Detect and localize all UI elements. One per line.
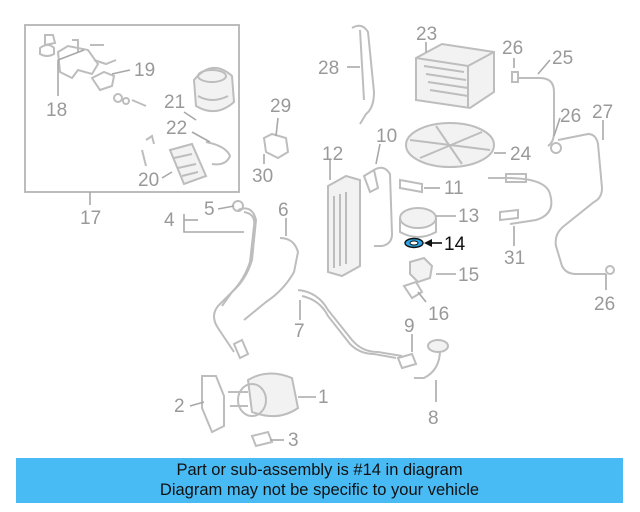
- callout-14: 14: [444, 234, 466, 255]
- callout-26-mid: 26: [560, 106, 581, 127]
- callout-10: 10: [376, 126, 397, 147]
- callout-8: 8: [428, 408, 439, 429]
- callout-6: 6: [278, 200, 289, 221]
- inset-box: [24, 24, 240, 193]
- sensor-31: [488, 177, 553, 225]
- callout-27: 27: [592, 102, 613, 123]
- callout-12: 12: [322, 144, 343, 165]
- callout-11: 11: [444, 178, 464, 199]
- callout-16: 16: [428, 304, 449, 325]
- info-banner: Part or sub-assembly is #14 in diagram D…: [16, 458, 623, 503]
- callout-2: 2: [174, 396, 185, 417]
- banner-line-2: Diagram may not be specific to your vehi…: [159, 481, 480, 499]
- part-24: [405, 122, 495, 168]
- callout-24: 24: [510, 144, 532, 165]
- callout-19: 19: [134, 60, 155, 81]
- callout-30: 30: [252, 166, 273, 187]
- callout-5: 5: [204, 199, 215, 220]
- callout-17: 17: [80, 208, 101, 229]
- hose-28: [351, 24, 376, 125]
- banner-line-1: Part or sub-assembly is #14 in diagram: [176, 461, 463, 479]
- callout-20: 20: [138, 170, 159, 191]
- callout-31: 31: [504, 248, 525, 269]
- hose-6: [243, 237, 300, 321]
- callout-1: 1: [318, 387, 329, 408]
- leader-lines: [57, 42, 607, 441]
- callout-13: 13: [458, 206, 479, 227]
- callout-23: 23: [416, 24, 437, 45]
- callout-7: 7: [294, 321, 305, 342]
- parts-diagram: 1 2 3 4 5 6 7 8 9 10 11 12 13 14 15 16 1…: [24, 24, 615, 451]
- pipe-8: [414, 349, 441, 379]
- callout-3: 3: [288, 430, 299, 451]
- part-23: [415, 42, 495, 110]
- inset-parts: [39, 34, 236, 186]
- part-1-pump: [228, 372, 300, 418]
- callout-29: 29: [270, 96, 291, 117]
- bracket-2: [201, 375, 225, 434]
- callout-9: 9: [404, 316, 415, 337]
- part-16: [402, 280, 424, 300]
- callout-18: 18: [46, 100, 67, 121]
- hose-10: [373, 166, 394, 247]
- callout-25: 25: [552, 48, 573, 69]
- callout-26-top: 26: [502, 38, 523, 59]
- part-15: [409, 256, 434, 284]
- callout-15: 15: [458, 265, 479, 286]
- pipe-7: [297, 289, 403, 357]
- part-13: [399, 207, 437, 238]
- callout-26-bottom: 26: [594, 294, 615, 315]
- callout-14-arrow: [424, 239, 442, 247]
- pipe-27: [554, 132, 606, 275]
- callout-22: 22: [166, 118, 187, 139]
- hose-25: [518, 77, 555, 147]
- callout-21: 21: [164, 92, 185, 113]
- part-29: [262, 132, 290, 160]
- hose-4: [213, 207, 258, 353]
- callout-28: 28: [318, 58, 339, 79]
- part-3: [250, 430, 274, 448]
- part-12: [327, 174, 361, 278]
- callout-labels: 1 2 3 4 5 6 7 8 9 10 11 12 13 14 15 16 1…: [46, 24, 615, 451]
- callout-4: 4: [164, 210, 175, 231]
